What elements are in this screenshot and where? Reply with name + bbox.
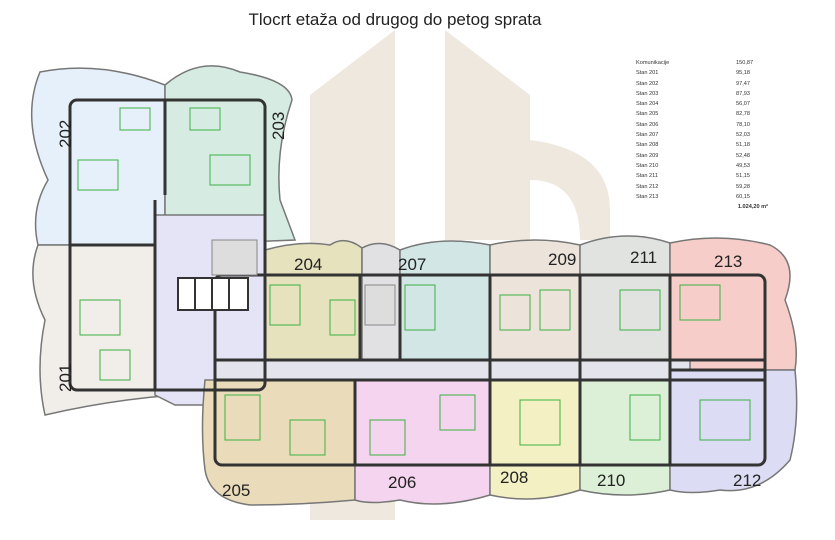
building-walls xyxy=(68,98,767,467)
label-211: 211 xyxy=(630,248,657,267)
page-title: Tlocrt etaža od drugog do petog sprata xyxy=(248,10,542,29)
zone-205[interactable] xyxy=(201,379,356,506)
label-201: 201 xyxy=(56,364,75,392)
label-210: 210 xyxy=(597,471,625,490)
label-212: 212 xyxy=(733,471,761,490)
label-203: 203 xyxy=(269,112,288,140)
zone-201[interactable] xyxy=(32,244,176,416)
zone-202[interactable] xyxy=(30,67,166,246)
furniture xyxy=(77,107,751,456)
area-total: 1.024,20 m² xyxy=(737,204,768,211)
label-205: 205 xyxy=(222,481,250,500)
zone-corridor xyxy=(214,359,691,381)
label-213: 213 xyxy=(714,252,742,271)
label-204: 204 xyxy=(294,255,322,274)
label-209: 209 xyxy=(548,250,576,269)
label-206: 206 xyxy=(388,473,416,492)
label-207: 207 xyxy=(398,255,426,274)
label-208: 208 xyxy=(500,468,528,487)
zone-206[interactable] xyxy=(354,379,491,505)
label-202: 202 xyxy=(56,120,75,148)
unit-labels: 202 203 201 204 207 209 211 213 205 206 … xyxy=(56,112,761,500)
